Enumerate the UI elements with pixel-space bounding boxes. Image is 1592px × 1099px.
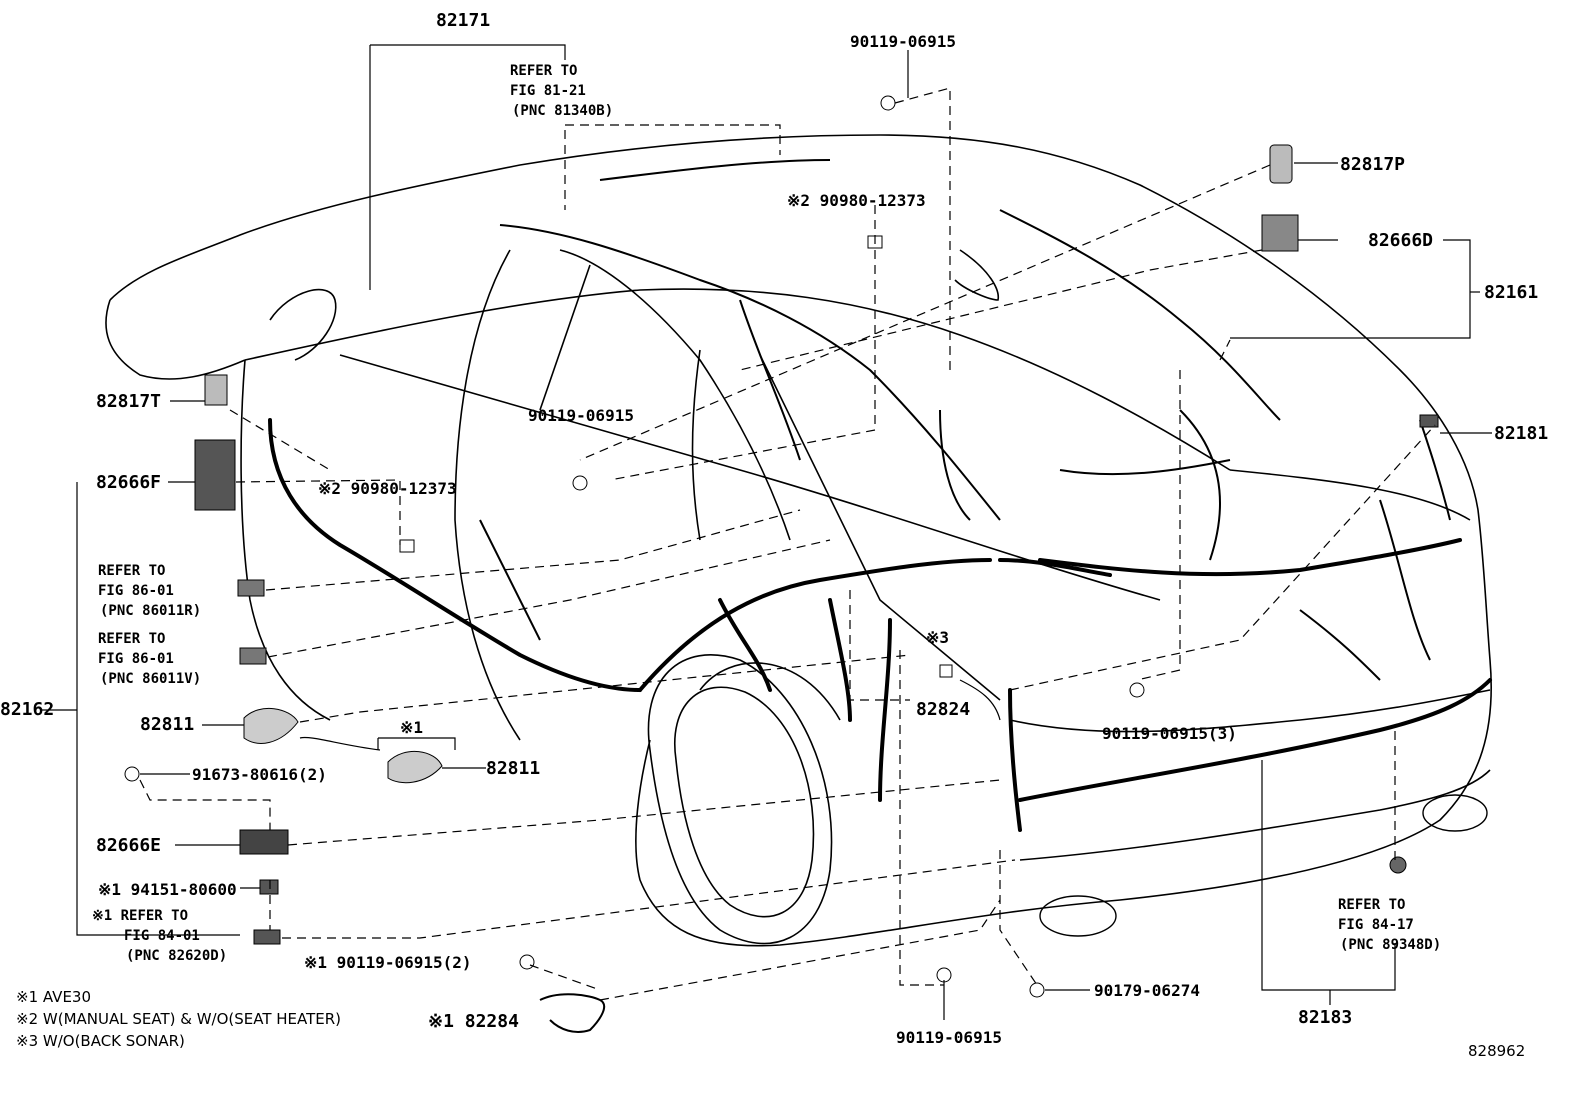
- label-82817P: 82817P: [1340, 154, 1406, 175]
- refer-84-01-line1: ※1 REFER TO: [92, 908, 189, 924]
- refer-81-21-line3: (PNC 81340B): [512, 103, 614, 119]
- refer-84-01-line3: (PNC 82620D): [126, 948, 228, 964]
- wiring-harness: [268, 418, 1492, 832]
- refer-84-17-line2: FIG 84-17: [1338, 917, 1414, 933]
- label-x3-mark: ※3: [926, 628, 950, 647]
- dashed-references: [139, 87, 1436, 1001]
- seat-sensor-wire: [539, 993, 606, 1033]
- label-82666E: 82666E: [96, 835, 162, 856]
- label-82162: 82162: [0, 699, 55, 720]
- label-90119-top: 90119-06915: [850, 32, 956, 51]
- label-x2-90980-mid: ※2 90980-12373: [318, 479, 457, 498]
- refer-81-21-line1: REFER TO: [510, 63, 578, 79]
- label-x1-82284: ※1 82284: [428, 1011, 519, 1032]
- refer-84-17-line1: REFER TO: [1338, 897, 1406, 913]
- label-90119-bottom: 90119-06915: [896, 1028, 1002, 1047]
- label-82181: 82181: [1494, 423, 1549, 444]
- label-82161: 82161: [1484, 282, 1539, 303]
- refer-86-01-r-line1: REFER TO: [98, 563, 166, 579]
- leader-lines: [40, 44, 1492, 1020]
- wiring-thin: [479, 159, 1451, 681]
- rear-wheel: [647, 654, 841, 945]
- label-x1-90119-2: ※1 90119-06915(2): [304, 953, 472, 972]
- direction-arrows: [299, 679, 1001, 751]
- label-82183: 82183: [1298, 1007, 1353, 1028]
- refer-81-21-line2: FIG 81-21: [510, 83, 586, 99]
- refer-86-01-v-line3: (PNC 86011V): [100, 671, 202, 687]
- footnote-3: ※3 W/O(BACK SONAR): [16, 1032, 185, 1050]
- footnote-2: ※2 W(MANUAL SEAT) & W/O(SEAT HEATER): [16, 1010, 342, 1028]
- label-90119-mid: 90119-06915: [528, 406, 634, 425]
- refer-86-01-r-line3: (PNC 86011R): [100, 603, 202, 619]
- label-82171: 82171: [436, 10, 491, 31]
- part-icons: [124, 95, 1439, 998]
- car-body-outline: [105, 134, 1493, 947]
- label-90119-3: 90119-06915(3): [1102, 724, 1237, 743]
- label-x1-94151: ※1 94151-80600: [98, 880, 237, 899]
- label-82811-a: 82811: [140, 714, 195, 735]
- label-91673: 91673-80616(2): [192, 765, 327, 784]
- footnote-1: ※1 AVE30: [16, 988, 92, 1006]
- refer-84-01-line2: FIG 84-01: [124, 928, 200, 944]
- label-82811-b: 82811: [486, 758, 541, 779]
- label-82824: 82824: [916, 699, 971, 720]
- refer-86-01-v-line1: REFER TO: [98, 631, 166, 647]
- label-90179: 90179-06274: [1094, 981, 1200, 1000]
- label-x1-mark: ※1: [400, 718, 424, 737]
- label-82817T: 82817T: [96, 391, 162, 412]
- label-82666F: 82666F: [96, 472, 162, 493]
- refer-86-01-r-line2: FIG 86-01: [98, 583, 174, 599]
- refer-84-17-line3: (PNC 89348D): [1340, 937, 1442, 953]
- refer-86-01-v-line2: FIG 86-01: [98, 651, 174, 667]
- label-x2-90980-top: ※2 90980-12373: [787, 191, 926, 210]
- exhaust-tips: [1039, 794, 1488, 937]
- label-82666D: 82666D: [1368, 230, 1434, 251]
- diagram-number: 828962: [1468, 1042, 1526, 1060]
